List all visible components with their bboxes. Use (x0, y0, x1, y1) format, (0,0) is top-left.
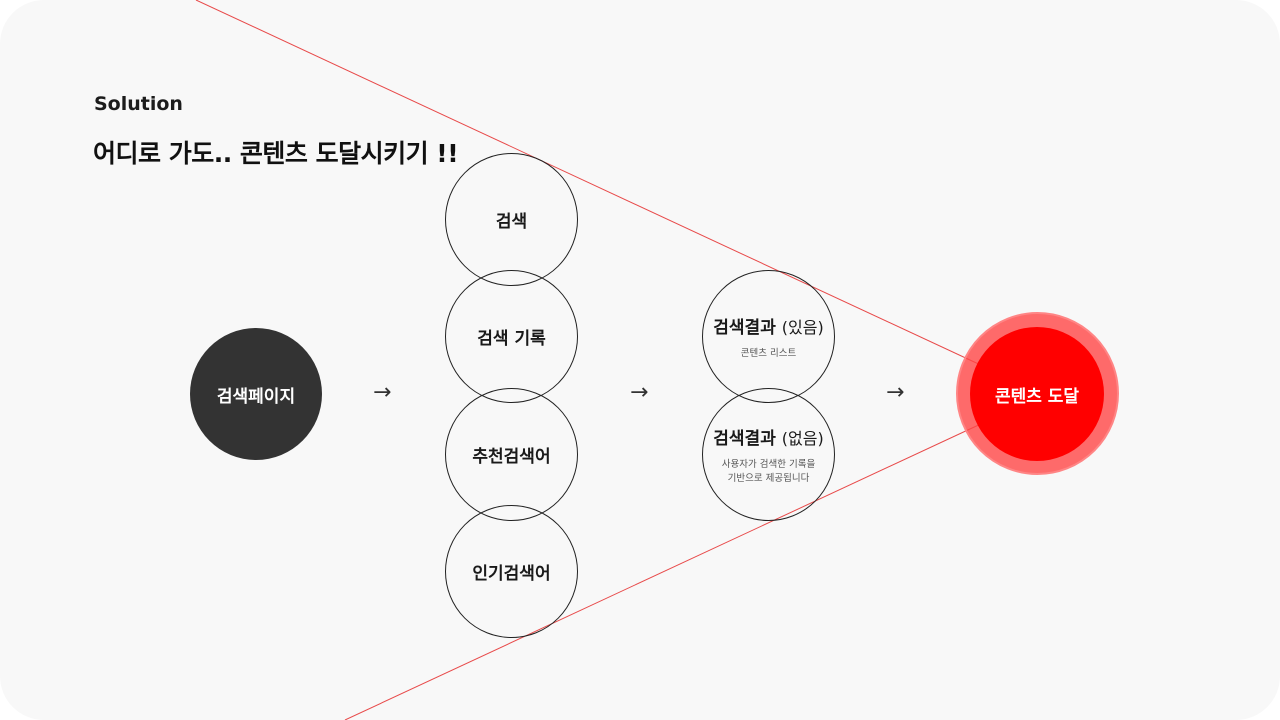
search-page-label: 검색페이지 (216, 386, 296, 407)
arrow-icon: → (373, 380, 392, 405)
result-description: 사용자가 검색한 기록을 기반으로 제공됩니다 (722, 458, 815, 486)
result-status: (없음) (781, 428, 824, 448)
result-label: 검색결과 (713, 428, 776, 449)
option-node-popular: 인기검색어 (445, 505, 578, 638)
option-node-search: 검색 (445, 153, 578, 286)
result-description: 콘텐츠 리스트 (741, 347, 796, 361)
section-label: Solution (94, 93, 183, 115)
goal-label: 콘텐츠 도달 (994, 386, 1080, 407)
option-node-recommended: 추천검색어 (445, 388, 578, 521)
result-title: 검색결과 (없음) (713, 424, 823, 449)
funnel-upper-line (195, 0, 986, 368)
result-node-empty: 검색결과 (없음) 사용자가 검색한 기록을 기반으로 제공됩니다 (702, 388, 835, 521)
option-label: 검색 기록 (477, 329, 546, 349)
funnel-lower-line (344, 421, 986, 720)
arrow-icon: → (886, 380, 905, 405)
result-description-line: 사용자가 검색한 기록을 (721, 458, 816, 470)
result-title: 검색결과 (있음) (713, 313, 823, 338)
result-description-line: 기반으로 제공됩니다 (727, 472, 810, 484)
result-label: 검색결과 (713, 317, 776, 338)
option-label: 추천검색어 (472, 447, 551, 467)
result-description-line: 콘텐츠 리스트 (740, 347, 797, 359)
result-node-found: 검색결과 (있음) 콘텐츠 리스트 (702, 270, 835, 403)
content-reach-node: 콘텐츠 도달 (970, 327, 1104, 461)
page-title: 어디로 가도.. 콘텐츠 도달시키기 !! (93, 139, 459, 168)
search-page-node: 검색페이지 (190, 328, 322, 460)
option-node-search-history: 검색 기록 (445, 270, 578, 403)
option-label: 인기검색어 (472, 564, 551, 584)
arrow-icon: → (630, 380, 649, 405)
result-status: (있음) (781, 317, 824, 337)
option-label: 검색 (495, 212, 528, 232)
